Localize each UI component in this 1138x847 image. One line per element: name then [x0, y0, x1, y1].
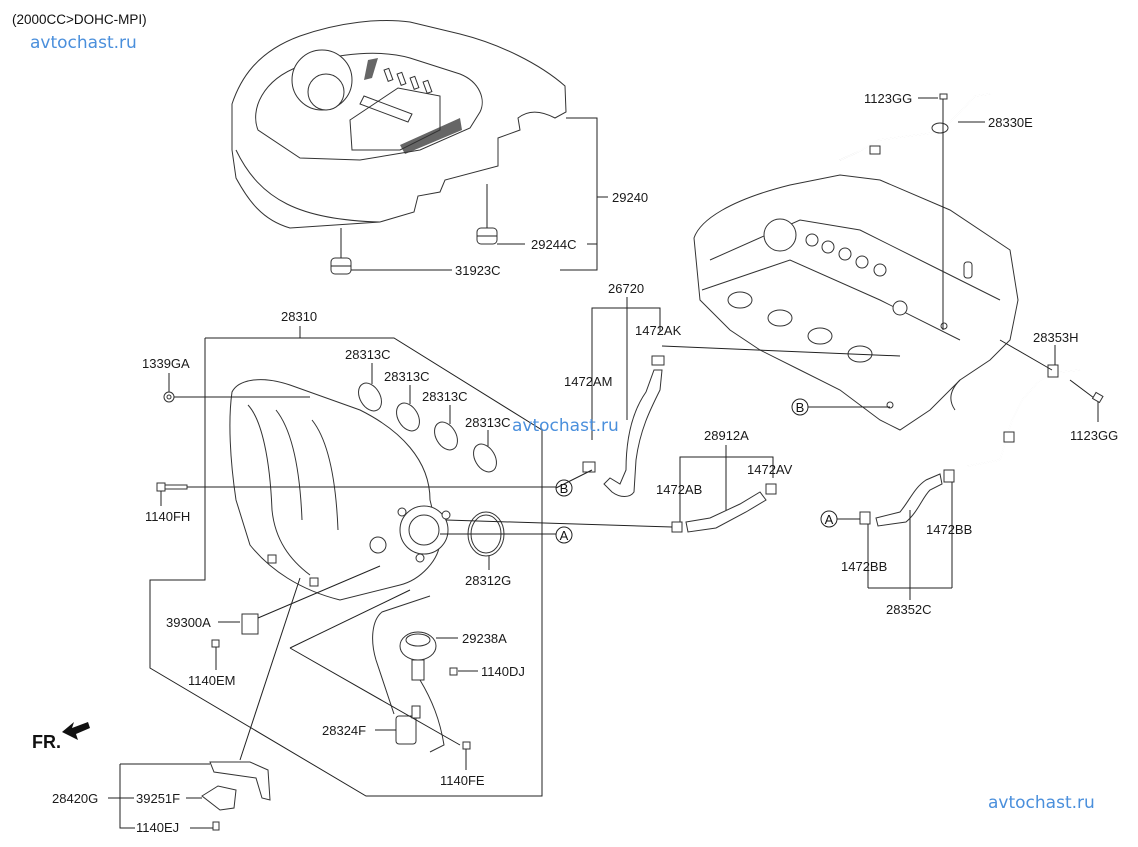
- label-28330E[interactable]: 28330E: [988, 115, 1033, 130]
- hose-28352C-drawing[interactable]: [859, 469, 955, 527]
- label-28912A[interactable]: 28912A: [704, 428, 749, 443]
- label-31923C[interactable]: 31923C: [455, 263, 501, 278]
- label-28353H[interactable]: 28353H: [1033, 330, 1079, 345]
- label-28352C[interactable]: 28352C: [886, 602, 932, 617]
- bracket-28420G-drawing[interactable]: [201, 761, 271, 831]
- watermark-top: avtochast.ru: [30, 33, 137, 53]
- engine-spec-label: (2000CC>DOHC-MPI): [12, 12, 147, 27]
- gasket-28313C-3-icon: [434, 421, 458, 451]
- hose-26720-drawing[interactable]: [603, 355, 665, 497]
- label-28310[interactable]: 28310: [281, 309, 317, 324]
- label-39300A[interactable]: 39300A: [166, 615, 211, 630]
- svg-text:B: B: [560, 481, 569, 496]
- label-1140EJ[interactable]: 1140EJ: [136, 820, 179, 835]
- callout-A-right[interactable]: A: [820, 510, 838, 528]
- front-direction-label: FR.: [32, 732, 61, 752]
- label-1472AV[interactable]: 1472AV: [747, 462, 793, 477]
- svg-text:A: A: [825, 512, 834, 527]
- svg-text:A: A: [560, 528, 569, 543]
- label-28324F[interactable]: 28324F: [322, 723, 366, 738]
- callout-B-left[interactable]: B: [555, 479, 573, 497]
- label-1339GA[interactable]: 1339GA: [142, 356, 190, 371]
- bolt-1123GG-top-icon: [939, 93, 948, 106]
- label-1123GG-top[interactable]: 1123GG: [864, 91, 912, 106]
- label-28313C-2[interactable]: 28313C: [384, 369, 430, 384]
- engine-cover-drawing[interactable]: [231, 20, 567, 229]
- sensor-39300A-icon: [241, 613, 259, 635]
- bolt-1140EM-icon: [211, 639, 220, 648]
- label-29244C[interactable]: 29244C: [531, 237, 577, 252]
- label-1472AM[interactable]: 1472AM: [564, 374, 612, 389]
- label-1472BB-2[interactable]: 1472BB: [841, 559, 887, 574]
- cylinder-head-drawing: [693, 174, 1019, 431]
- gasket-28313C-1-icon: [358, 382, 382, 412]
- nut-1339GA-icon: [163, 391, 175, 403]
- label-1123GG-right[interactable]: 1123GG: [1070, 428, 1118, 443]
- solenoid-28324F-icon: [395, 705, 421, 745]
- label-1140FE[interactable]: 1140FE: [440, 773, 485, 788]
- gasket-28313C-4-icon: [473, 443, 497, 473]
- grommet-29244C-icon: [476, 227, 498, 245]
- label-28313C-1[interactable]: 28313C: [345, 347, 391, 362]
- svg-text:B: B: [796, 400, 805, 415]
- watermark-bottom: avtochast.ru: [988, 793, 1095, 813]
- bolt-1140FE-icon: [462, 741, 471, 750]
- bolt-1140DJ-icon: [449, 667, 458, 676]
- label-1140EM[interactable]: 1140EM: [188, 673, 235, 688]
- label-28313C-3[interactable]: 28313C: [422, 389, 468, 404]
- label-1140DJ[interactable]: 1140DJ: [481, 664, 525, 679]
- label-26720[interactable]: 26720: [608, 281, 644, 296]
- hose-28912A-drawing[interactable]: [671, 483, 777, 533]
- label-28312G[interactable]: 28312G: [465, 573, 511, 588]
- actuator-29238A-icon: [399, 631, 437, 681]
- label-1472BB-1[interactable]: 1472BB: [926, 522, 972, 537]
- front-direction-arrow-icon: [62, 722, 90, 740]
- intake-manifold-drawing[interactable]: [229, 379, 451, 601]
- pipe-28353H-drawing[interactable]: [967, 364, 1081, 467]
- label-1472AB[interactable]: 1472AB: [656, 482, 702, 497]
- gasket-28313C-2-icon: [396, 402, 420, 432]
- watermark-mid: avtochast.ru: [512, 416, 619, 436]
- label-28420G[interactable]: 28420G: [52, 791, 98, 806]
- grommet-31923C-icon: [330, 257, 352, 275]
- bolt-1140FH-icon: [156, 482, 188, 492]
- label-28313C-4[interactable]: 28313C: [465, 415, 511, 430]
- label-29238A[interactable]: 29238A: [462, 631, 507, 646]
- label-29240[interactable]: 29240: [612, 190, 648, 205]
- callout-A-left[interactable]: A: [555, 526, 573, 544]
- label-1140FH[interactable]: 1140FH: [145, 509, 190, 524]
- label-39251F[interactable]: 39251F: [136, 791, 180, 806]
- label-1472AK[interactable]: 1472AK: [635, 323, 682, 338]
- clamp-1472AM-icon: [582, 461, 596, 473]
- bolt-1123GG-right-icon: [1091, 391, 1104, 404]
- callout-B-right[interactable]: B: [791, 398, 809, 416]
- pipe-28330E-drawing[interactable]: [839, 93, 991, 161]
